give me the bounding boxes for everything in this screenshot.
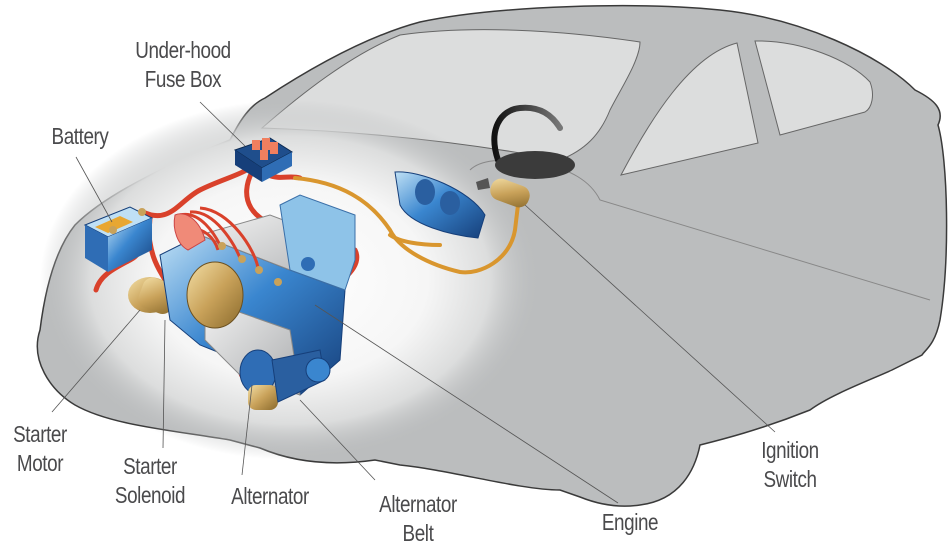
leader-starter-solenoid [162,319,166,449]
fuse-box-component [233,137,293,182]
leader-battery [75,156,113,223]
label-starter-solenoid-line-2: Solenoid [114,482,186,508]
label-alternator-line-1: Alternator [231,483,309,509]
engine-component [159,194,356,396]
label-ignition-switch-line-2: Switch [763,466,817,492]
label-alternator-belt-line-1: Alternator [379,491,457,517]
label-alternator-belt-line-2: Belt [402,520,434,546]
leader-ignition-switch [524,204,776,433]
leader-lines [51,101,776,504]
leader-engine [314,304,619,504]
leader-fuse-box [199,101,246,147]
rear-side-window [754,40,873,136]
leader-starter-motor [51,309,141,413]
leader-alternator-belt [299,399,376,481]
label-alternator-belt: Alternator Belt [361,490,476,548]
distributor-cap [186,261,244,329]
front-side-window [620,42,759,176]
battery-component [83,206,154,272]
ignition-switch-component [476,178,530,208]
label-engine: Engine [589,508,671,537]
label-engine-line-1: Engine [601,509,659,535]
label-alternator: Alternator [213,482,328,511]
label-fuse-box: Under-hood Fuse Box [122,36,245,94]
label-fuse-box-line-2: Fuse Box [144,66,222,92]
label-battery-line-1: Battery [51,123,109,149]
label-starter-solenoid: Starter Solenoid [97,452,204,510]
label-starter-motor-line-2: Motor [16,450,64,476]
label-ignition-switch-line-1: Ignition [761,437,819,463]
alternator-component [239,349,331,410]
label-battery: Battery [31,122,129,151]
leader-alternator [241,384,253,476]
label-starter-solenoid-line-1: Starter [123,453,177,479]
wiring-orange [293,176,520,275]
oil-cap [301,257,315,271]
instrument-cluster-component [394,171,486,239]
steering-column-icon [491,104,563,163]
label-ignition-switch: Ignition Switch [741,436,839,494]
steering-column-base [495,151,575,179]
label-fuse-box-line-1: Under-hood [135,37,231,63]
label-starter-motor-line-1: Starter [13,421,67,447]
starter-motor-component [128,261,182,315]
label-starter-motor: Starter Motor [0,420,89,478]
